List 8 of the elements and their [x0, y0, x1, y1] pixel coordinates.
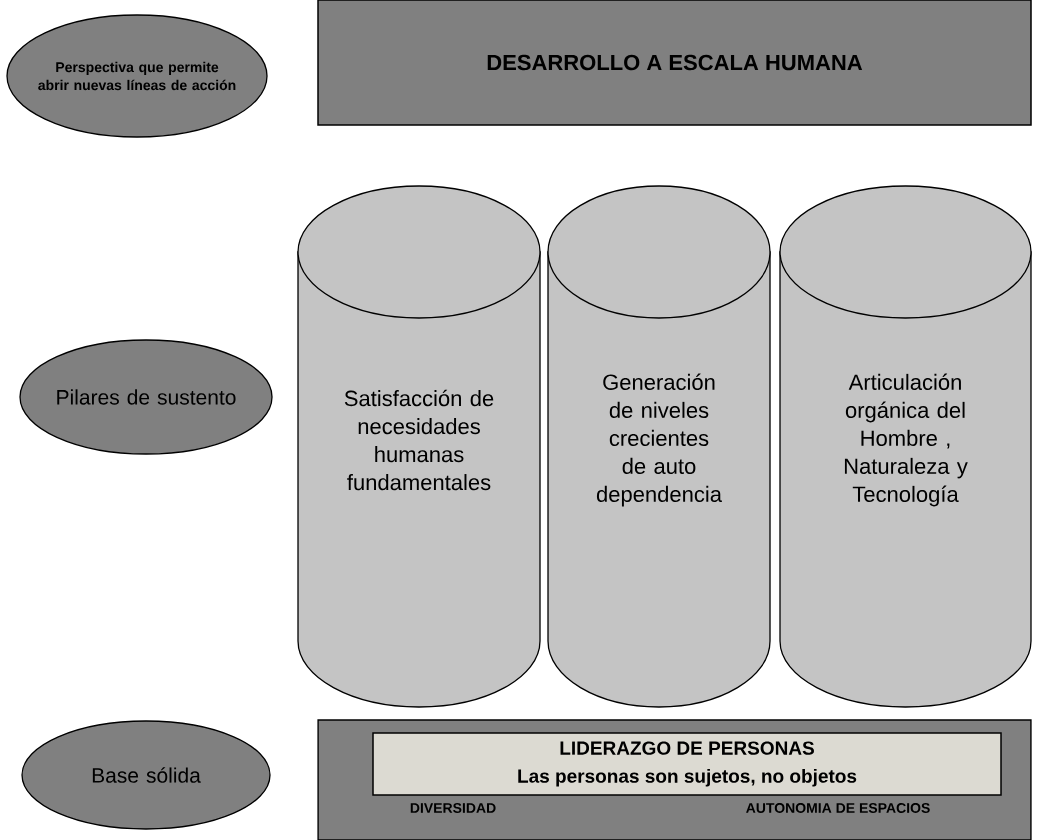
cylinder: Articulación orgánica del Hombre , Naturaleza y Tecnología [779, 185, 1032, 708]
cylinder: Satisfacción de necesidades humanas fundamentales [297, 185, 541, 708]
cylinder: Generación de niveles crecientes de auto dependencia [547, 185, 771, 708]
highlight-box: LIDERAZGO DE PERSONAS Las personas son sujetos, no objetos [372, 732, 1002, 796]
title-box: DESARROLLO A ESCALA HUMANA [317, 0, 1032, 126]
oval-label: Pilares de sustento [19, 339, 273, 455]
oval-label: Base sólida [21, 720, 271, 830]
oval-label: Perspectiva que permite abrir nuevas líneas de acción [6, 14, 268, 138]
